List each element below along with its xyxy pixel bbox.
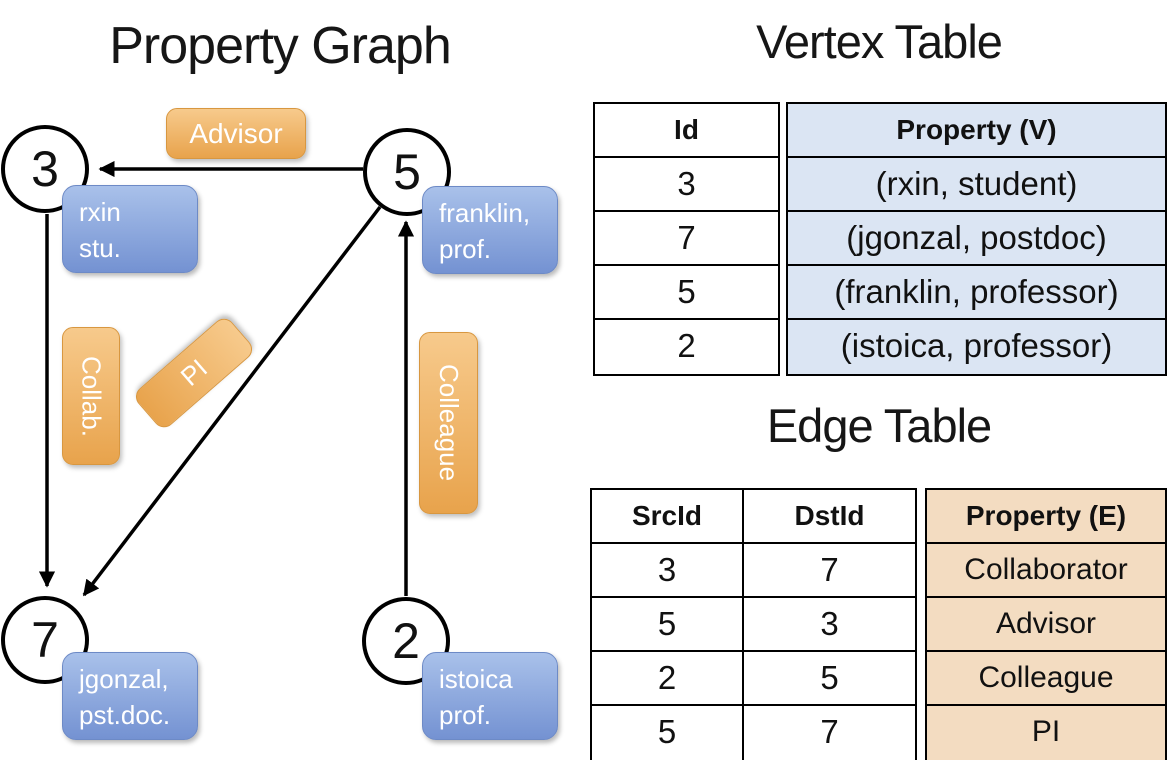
table-cell: (franklin, professor) <box>788 266 1165 320</box>
table-cell: 5 <box>744 652 915 706</box>
vertex-table-property-column: Property (V) (rxin, student) (jgonzal, p… <box>786 102 1167 376</box>
table-cell: 7 <box>820 713 839 750</box>
table-cell: 3 <box>744 598 915 652</box>
vertex-label-line: istoica <box>439 664 513 694</box>
vertex-id: 3 <box>31 141 59 197</box>
vertex-table-header-id: Id <box>595 104 778 158</box>
graph-title: Property Graph <box>109 17 452 75</box>
vertex-table-title: Vertex Table <box>756 15 1003 68</box>
table-cell: 7 <box>744 544 915 598</box>
table-cell: 3 <box>595 158 778 212</box>
edge-table-header-dstid: DstId <box>744 490 915 544</box>
table-cell: (jgonzal, postdoc) <box>788 212 1165 266</box>
table-cell: 2 <box>592 652 742 706</box>
table-cell: 7 <box>595 212 778 266</box>
table-cell: 5 <box>595 266 778 320</box>
table-cell: 5 <box>592 598 742 652</box>
edge-label-advisor: Advisor <box>166 108 306 159</box>
table-cell: (rxin, student) <box>788 158 1165 212</box>
vertex-id: 5 <box>393 144 421 200</box>
edge-table-header-srcid: SrcId <box>592 490 742 544</box>
vertex-label-line: jgonzal, <box>79 664 169 694</box>
vertex-label-rxin: rxin stu. <box>62 185 198 273</box>
vertex-circle-3: 3 <box>1 125 89 213</box>
vertex-label-line: rxin <box>79 197 121 227</box>
table-cell: PI <box>1031 715 1061 748</box>
edge-table-srcid-column: SrcId 3 5 2 5 <box>592 490 742 760</box>
edge-table-header-property: Property (E) <box>927 490 1165 544</box>
vertex-label-line: prof. <box>439 234 492 264</box>
vertex-label-line: prof. <box>439 700 492 730</box>
vertex-label-line: pst.doc. <box>79 700 171 730</box>
table-cell: Advisor <box>927 598 1165 652</box>
vertex-circle-5: 5 <box>363 128 451 216</box>
vertex-label-line: stu. <box>79 233 121 263</box>
table-cell: (istoica, professor) <box>840 327 1113 364</box>
vertex-label-istoica: istoica prof. <box>422 652 558 740</box>
edge-table-property-column: Property (E) Collaborator Advisor Collea… <box>925 488 1167 760</box>
table-cell: 3 <box>592 544 742 598</box>
edge-line-pi <box>82 205 382 597</box>
edge-label-collab: Collab. <box>62 327 120 465</box>
table-cell: Collaborator <box>927 544 1165 598</box>
vertex-table-header-property: Property (V) <box>788 104 1165 158</box>
edge-table-dstid-column: DstId 7 3 5 7 <box>742 490 915 760</box>
graph-edges-layer <box>38 160 415 597</box>
vertex-table-id-column: Id 3 7 5 2 <box>593 102 780 376</box>
table-cell: 5 <box>657 713 677 750</box>
vertex-id: 2 <box>392 613 420 669</box>
edge-label-colleague: Colleague <box>419 332 478 514</box>
vertex-label-jgonzal: jgonzal, pst.doc. <box>62 652 198 740</box>
edge-table-id-columns: SrcId 3 5 2 5 DstId 7 3 5 7 <box>590 488 917 760</box>
vertex-label-franklin: franklin, prof. <box>422 186 558 274</box>
vertex-label-line: franklin, <box>439 198 531 228</box>
table-cell: Colleague <box>927 652 1165 706</box>
vertex-id: 7 <box>31 612 59 668</box>
table-cell: 2 <box>677 327 696 364</box>
edge-table-title: Edge Table <box>766 399 992 452</box>
